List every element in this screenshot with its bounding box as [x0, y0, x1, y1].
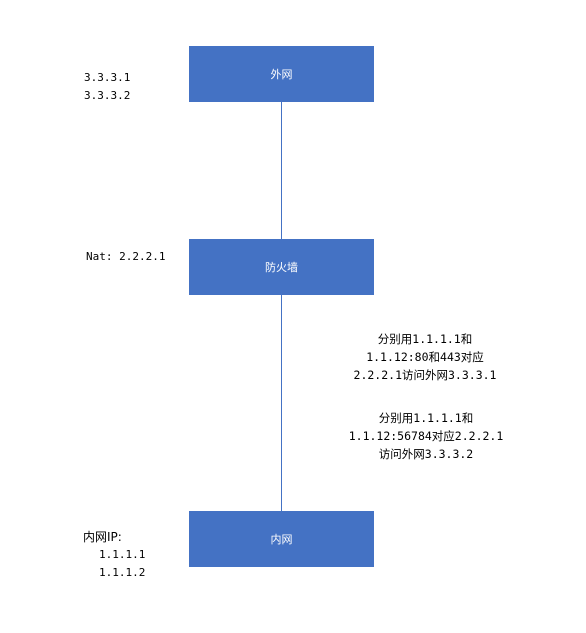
internal-network-label: 内网 [270, 532, 293, 546]
external-ip-list: 3.3.3.1 3.3.3.2 [84, 69, 130, 105]
note-2-line-2: 1.1.12:56784对应2.2.2.1 [348, 429, 504, 443]
firewall-node: 防火墙 [189, 239, 374, 295]
nat-address-label: Nat: 2.2.2.1 [86, 250, 166, 263]
nat-mapping-note-1: 分别用1.1.1.1和 1.1.12:80和443对应 2.2.2.1访问外网3… [305, 330, 545, 384]
internal-network-node: 内网 [189, 511, 374, 567]
internal-ip-1: 1.1.1.1 [99, 548, 146, 561]
internal-ip-list: 1.1.1.1 1.1.1.2 [99, 546, 145, 582]
external-network-node: 外网 [189, 46, 374, 102]
connector-external-firewall [281, 102, 282, 239]
note-2-line-1: 分别用1.1.1.1和 [378, 411, 474, 425]
external-ip-2: 3.3.3.2 [84, 89, 131, 102]
internal-ip-title: 内网IP: [83, 530, 122, 544]
external-network-label: 外网 [270, 67, 293, 81]
external-ip-1: 3.3.3.1 [84, 71, 131, 84]
note-1-line-2: 1.1.12:80和443对应 [366, 350, 484, 364]
nat-mapping-note-2: 分别用1.1.1.1和 1.1.12:56784对应2.2.2.1 访问外网3.… [306, 409, 546, 463]
note-2-line-3: 访问外网3.3.3.2 [378, 447, 474, 461]
connector-firewall-internal [281, 295, 282, 511]
firewall-label: 防火墙 [265, 260, 298, 274]
note-1-line-1: 分别用1.1.1.1和 [377, 332, 473, 346]
note-1-line-3: 2.2.2.1访问外网3.3.3.1 [353, 368, 497, 382]
internal-ip-2: 1.1.1.2 [99, 566, 146, 579]
